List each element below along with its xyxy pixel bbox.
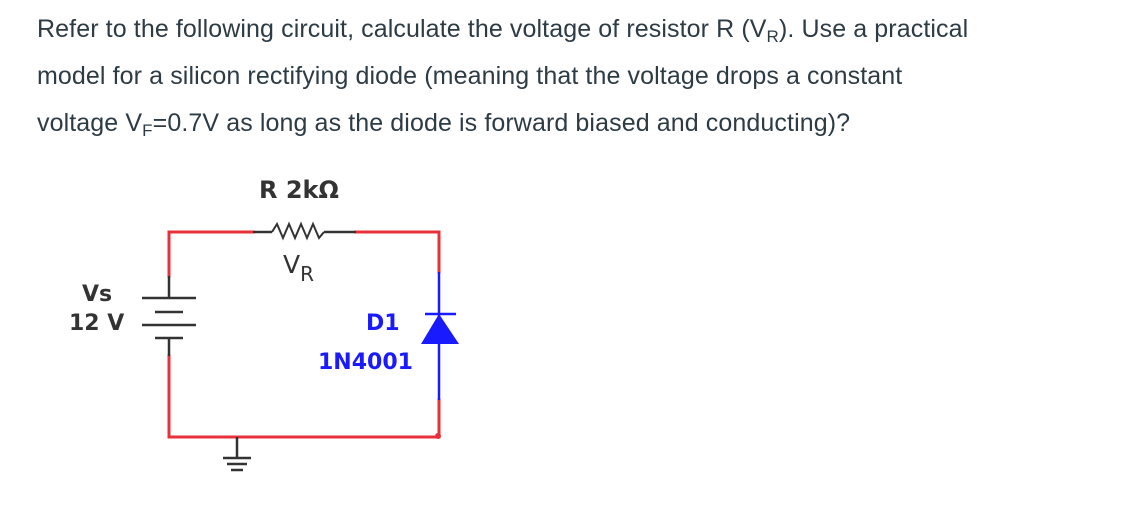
- question-line-2: model for a silicon rectifying diode (me…: [37, 62, 903, 90]
- source-value-label: 12 V: [69, 311, 125, 336]
- diode-ref-label: D1: [366, 311, 400, 336]
- battery-icon: [142, 276, 196, 356]
- question-line-3: voltage VF=0.7V as long as the diode is …: [37, 109, 851, 140]
- junction-dot: [435, 433, 441, 439]
- ground-icon: [223, 437, 251, 472]
- resistor-icon: [253, 221, 356, 241]
- source-name-label: Vs: [82, 282, 113, 307]
- resistor-label: R 2kΩ: [259, 176, 339, 204]
- diode-part-label: 1N4001: [318, 350, 413, 375]
- resistor-voltage-label: VR: [283, 250, 315, 286]
- question-line-1: Refer to the following circuit, calculat…: [37, 15, 969, 46]
- wires: [167, 230, 441, 439]
- question-text: Refer to the following circuit, calculat…: [37, 6, 1132, 147]
- diode-icon: [421, 272, 459, 400]
